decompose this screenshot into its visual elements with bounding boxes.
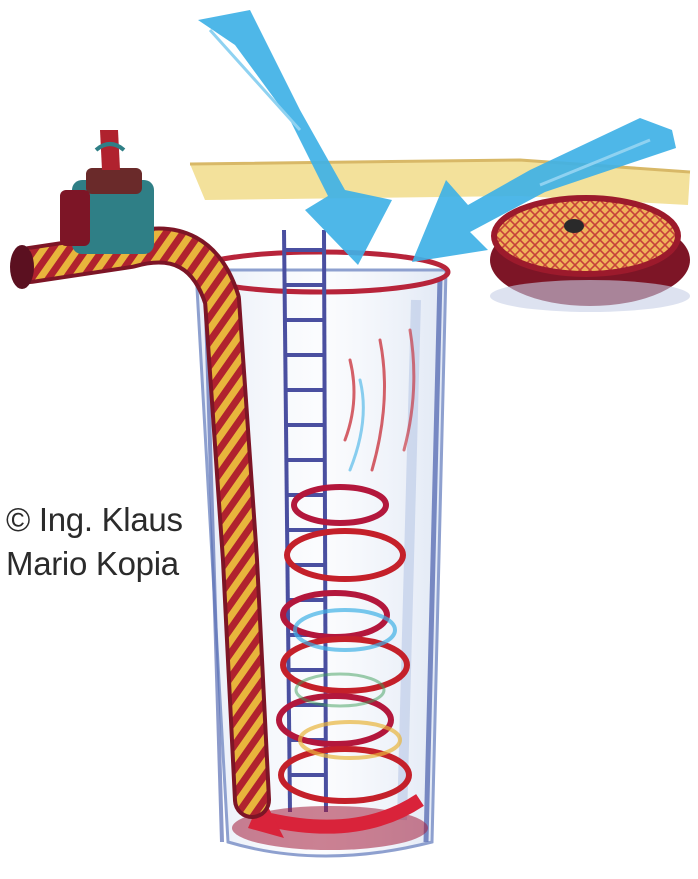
valve-icon xyxy=(60,130,154,254)
credit-line-2: Mario Kopia xyxy=(6,542,183,586)
disc-icon xyxy=(490,198,690,312)
copyright-credit: © Ing. Klaus Mario Kopia xyxy=(6,498,183,586)
credit-line-1: © Ing. Klaus xyxy=(6,498,183,542)
arrow-down-icon xyxy=(198,10,392,265)
